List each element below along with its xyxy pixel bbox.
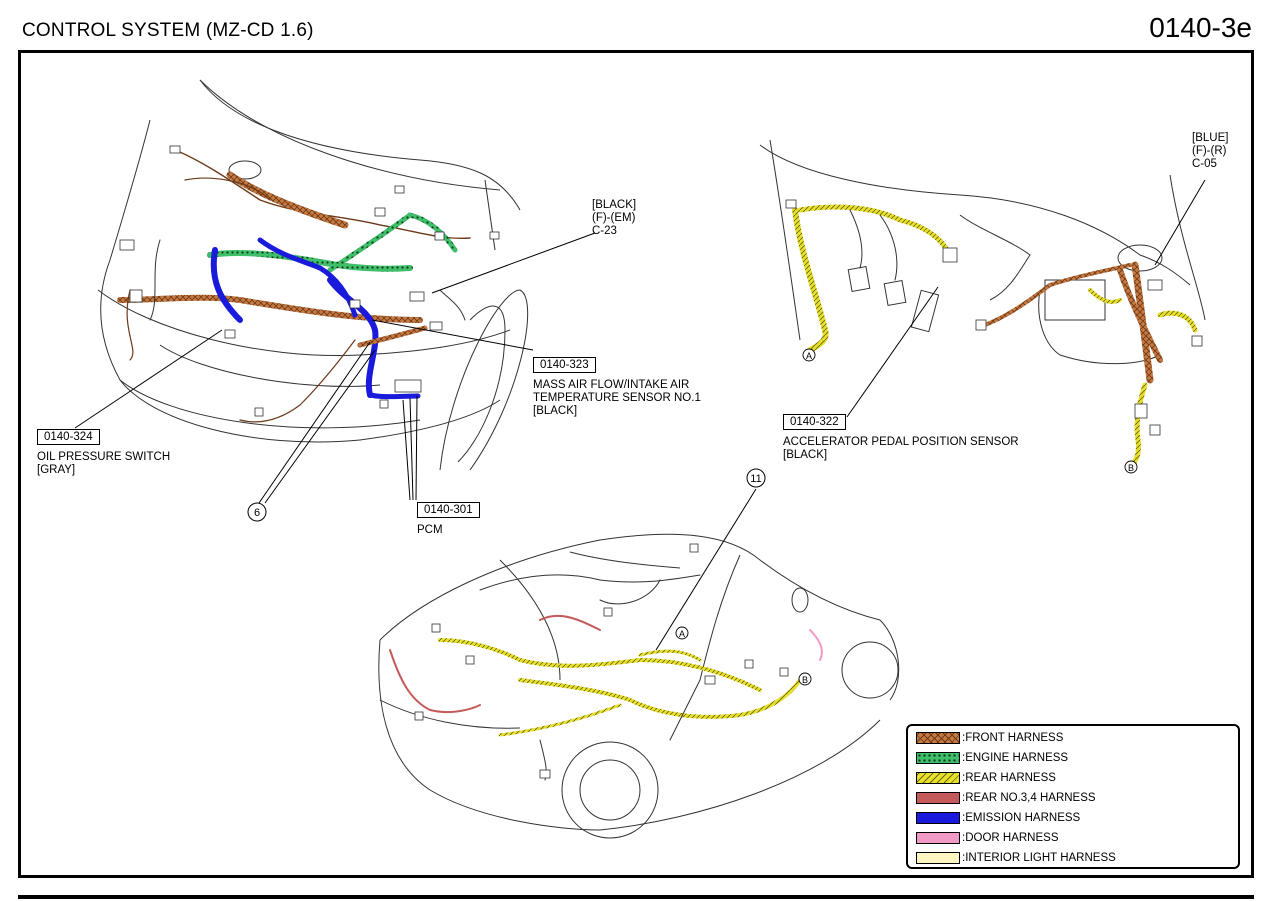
app-ref-box[interactable]: 0140-322 [783, 414, 846, 430]
dash-harnesses [792, 204, 1198, 468]
callout-c23: [BLACK] (F)-(EM) C-23 [592, 199, 636, 238]
legend-item-door: :DOOR HARNESS [916, 831, 1059, 845]
engine-bay-harnesses [117, 149, 471, 423]
legend-label-emission: :EMISSION HARNESS [962, 812, 1081, 824]
car-markers [675, 626, 812, 686]
legend-swatch-rear-34 [916, 792, 960, 804]
legend-item-interior-light: :INTERIOR LIGHT HARNESS [916, 851, 1116, 865]
legend-swatch-emission [916, 812, 960, 824]
app-line-2: [BLACK] [783, 449, 828, 461]
maf-line-2: TEMPERATURE SENSOR NO.1 [533, 392, 701, 404]
dash-leaders [846, 179, 1206, 418]
marker-6-circle [247, 502, 267, 522]
marker-11-circle [746, 468, 766, 488]
maf-description: MASS AIR FLOW/INTAKE AIR TEMPERATURE SEN… [533, 379, 701, 418]
pcm-ref-box[interactable]: 0140-301 [417, 502, 480, 518]
maf-line-1: MASS AIR FLOW/INTAKE AIR [533, 379, 690, 391]
marker-b-dash: B [1128, 463, 1134, 473]
marker-11: 11 [750, 473, 761, 485]
legend-swatch-engine [916, 752, 960, 764]
callout-c23-type: (F)-(EM) [592, 212, 636, 224]
maf-line-3: [BLACK] [533, 405, 578, 417]
oil-ref-box[interactable]: 0140-324 [37, 429, 100, 445]
marker-6: 6 [254, 507, 260, 519]
legend-label-front: :FRONT HARNESS [962, 732, 1064, 744]
maf-ref-box[interactable]: 0140-323 [533, 357, 596, 373]
legend-label-interior-light: :INTERIOR LIGHT HARNESS [962, 852, 1116, 864]
car-body-view [378, 533, 900, 839]
diagram-frame [18, 50, 1254, 878]
car-harnesses [389, 574, 823, 781]
callout-c23-color: [BLACK] [592, 199, 637, 211]
legend-label-rear-34: :REAR NO.3,4 HARNESS [962, 792, 1096, 804]
callout-c23-code: C-23 [592, 225, 617, 237]
legend-item-engine: :ENGINE HARNESS [916, 751, 1068, 765]
app-line-1: ACCELERATOR PEDAL POSITION SENSOR [783, 436, 1019, 448]
pcm-label: PCM [417, 524, 443, 536]
page-title: CONTROL SYSTEM (MZ-CD 1.6) [22, 20, 314, 41]
dash-view [759, 139, 1206, 365]
marker-b-car: B [802, 675, 808, 685]
callout-c05: [BLUE] (F)-(R) C-05 [1192, 132, 1228, 171]
legend-swatch-interior-light [916, 852, 960, 864]
callout-c05-type: (F)-(R) [1192, 145, 1227, 157]
leader-11 [655, 488, 757, 651]
oil-description: OIL PRESSURE SWITCH [GRAY] [37, 451, 170, 477]
engine-bay-leaders [74, 232, 596, 504]
marker-a-dash: A [806, 351, 812, 361]
harness-legend: :FRONT HARNESS :ENGINE HARNESS :REAR HAR… [906, 724, 1240, 869]
oil-line-1: OIL PRESSURE SWITCH [37, 451, 171, 463]
legend-item-emission: :EMISSION HARNESS [916, 811, 1080, 825]
marker-a-car: A [679, 629, 685, 639]
legend-swatch-door [916, 832, 960, 844]
legend-item-rear-34: :REAR NO.3,4 HARNESS [916, 791, 1096, 805]
app-description: ACCELERATOR PEDAL POSITION SENSOR [BLACK… [783, 436, 1019, 462]
legend-label-rear: :REAR HARNESS [962, 772, 1056, 784]
legend-item-rear: :REAR HARNESS [916, 771, 1056, 785]
dash-markers [802, 348, 1138, 474]
legend-swatch-front [916, 732, 960, 744]
legend-item-front: :FRONT HARNESS [916, 731, 1063, 745]
legend-label-engine: :ENGINE HARNESS [962, 752, 1069, 764]
bottom-rule [18, 895, 1254, 899]
legend-label-door: :DOOR HARNESS [962, 832, 1059, 844]
callout-c05-code: C-05 [1192, 158, 1217, 170]
legend-swatch-rear [916, 772, 960, 784]
page-number: 0140-3e [1149, 12, 1252, 43]
oil-line-2: [GRAY] [37, 464, 76, 476]
callout-c05-color: [BLUE] [1192, 132, 1229, 144]
engine-bay-view [97, 79, 529, 471]
